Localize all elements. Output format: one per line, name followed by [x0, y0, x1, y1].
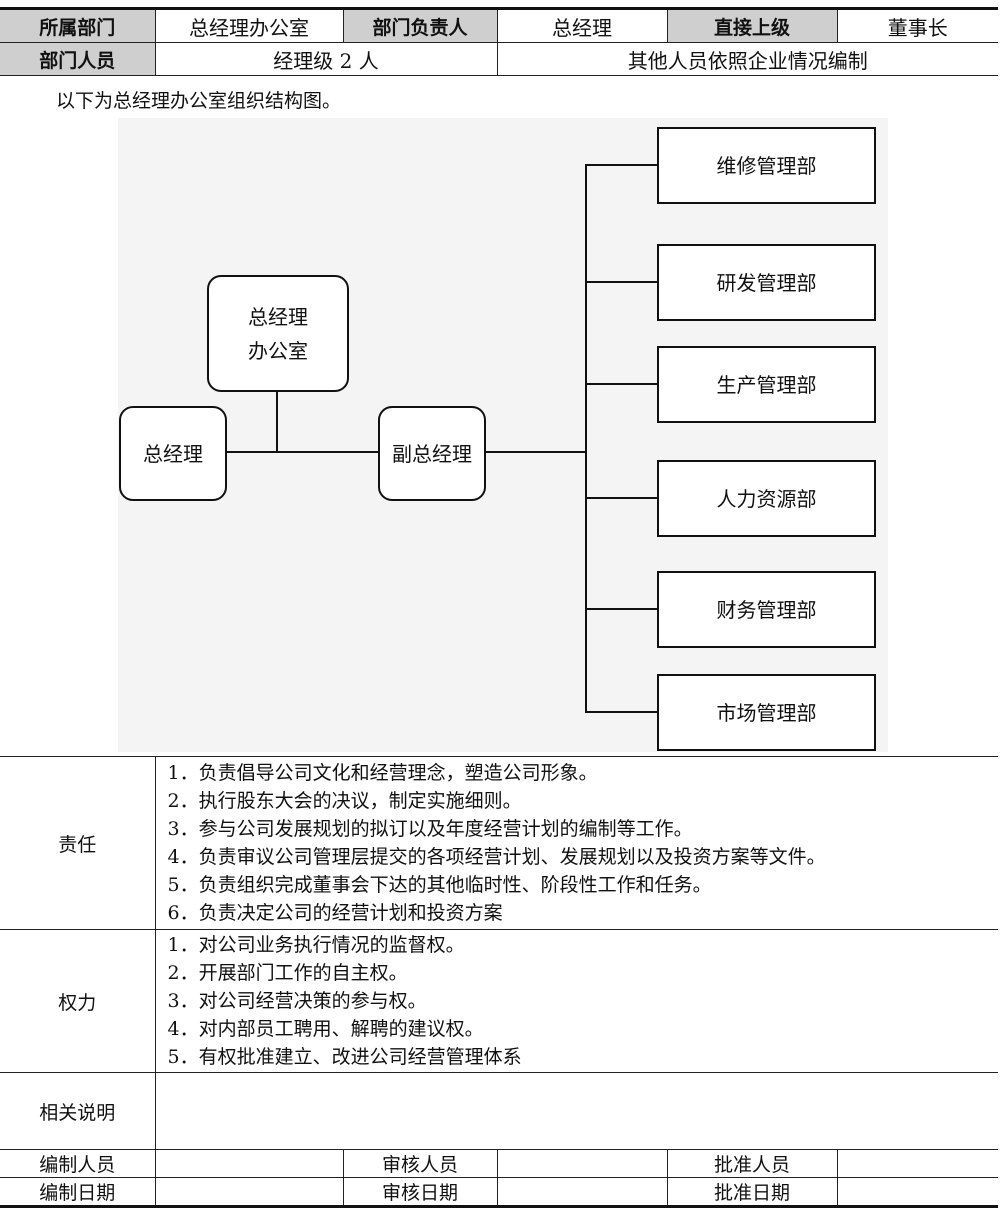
prepared-by-label: 编制人员: [0, 1149, 156, 1178]
authority-label: 权力: [0, 929, 156, 1073]
approved-by-value: [836, 1149, 999, 1178]
responsibility-row: 责任 1．负责倡导公司文化和经营理念，塑造公司形象。 2．执行股东大会的决议，制…: [0, 756, 999, 930]
staff-note: 其他人员依照企业情况编制: [496, 42, 998, 76]
deputy-trunk-connector: [484, 451, 586, 453]
approved-date-value: [836, 1177, 999, 1208]
staff-value: 经理级 2 人: [154, 42, 498, 76]
department-node: 生产管理部: [657, 346, 876, 423]
approved-by-label: 批准人员: [666, 1149, 838, 1178]
prepared-date-label: 编制日期: [0, 1177, 156, 1208]
department-node: 财务管理部: [657, 571, 876, 648]
gm-node: 总经理: [119, 406, 227, 501]
authority-row: 权力 1．对公司业务执行情况的监督权。 2．开展部门工作的自主权。 3．对公司经…: [0, 929, 999, 1073]
office-connector: [276, 390, 278, 452]
org-chart: 总经理 办公室 总经理 副总经理 维修管理部 研发管理部 生产管理部 人力资源部…: [118, 118, 888, 752]
intro-text: 以下为总经理办公室组织结构图。: [56, 90, 342, 112]
branch-connector: [585, 608, 658, 610]
signoff-date-row: 编制日期 审核日期 批准日期: [0, 1177, 999, 1208]
gm-deputy-connector: [224, 451, 380, 453]
dept-value: 总经理办公室: [154, 7, 344, 43]
responsibility-item: 6．负责决定公司的经营计划和投资方案: [167, 902, 503, 924]
superior-label: 直接上级: [666, 7, 838, 43]
authority-item: 5．有权批准建立、改进公司经营管理体系: [167, 1046, 522, 1068]
office-node: 总经理 办公室: [207, 275, 349, 392]
gm-node-label: 总经理: [143, 441, 203, 466]
branch-connector: [585, 281, 658, 283]
header-row: 部门人员 经理级 2 人 其他人员依照企业情况编制: [0, 42, 998, 76]
department-bus: [585, 164, 587, 712]
department-label: 人力资源部: [716, 486, 817, 511]
reviewed-date-value: [496, 1177, 668, 1208]
reviewed-by-value: [496, 1149, 668, 1178]
branch-connector: [585, 711, 658, 713]
notes-value: [154, 1072, 999, 1150]
branch-connector: [585, 164, 658, 166]
responsibility-item: 2．执行股东大会的决议，制定实施细则。: [167, 790, 522, 812]
responsibility-item: 1．负责倡导公司文化和经营理念，塑造公司形象。: [167, 762, 598, 784]
department-node: 市场管理部: [657, 674, 876, 751]
approved-date-label: 批准日期: [666, 1177, 838, 1208]
authority-item: 1．对公司业务执行情况的监督权。: [167, 934, 465, 956]
authority-item: 2．开展部门工作的自主权。: [167, 962, 408, 984]
head-value: 总经理: [496, 7, 668, 43]
prepared-date-value: [154, 1177, 344, 1208]
superior-value: 董事长: [836, 7, 998, 43]
department-label: 研发管理部: [716, 270, 817, 295]
dept-label: 所属部门: [0, 7, 156, 43]
department-label: 维修管理部: [716, 153, 817, 178]
deputy-node-label: 副总经理: [392, 441, 472, 466]
branch-connector: [585, 497, 658, 499]
responsibility-label: 责任: [0, 756, 156, 930]
notes-row: 相关说明: [0, 1072, 999, 1150]
notes-label: 相关说明: [0, 1072, 156, 1150]
signoff-row: 编制人员 审核人员 批准人员: [0, 1149, 999, 1178]
reviewed-by-label: 审核人员: [342, 1149, 498, 1178]
office-node-line2: 办公室: [248, 338, 308, 363]
reviewed-date-label: 审核日期: [342, 1177, 498, 1208]
responsibility-item: 5．负责组织完成董事会下达的其他临时性、阶段性工作和任务。: [167, 874, 712, 896]
duty-table: 责任 1．负责倡导公司文化和经营理念，塑造公司形象。 2．执行股东大会的决议，制…: [0, 756, 999, 1208]
department-label: 财务管理部: [716, 597, 817, 622]
header-table: 所属部门 总经理办公室 部门负责人 总经理 直接上级 董事长 部门人员 经理级 …: [0, 7, 998, 76]
department-label: 生产管理部: [716, 372, 817, 397]
responsibility-item: 3．参与公司发展规划的拟订以及年度经营计划的编制等工作。: [167, 818, 693, 840]
authority-list: 1．对公司业务执行情况的监督权。 2．开展部门工作的自主权。 3．对公司经营决策…: [154, 929, 999, 1073]
office-node-line1: 总经理: [248, 304, 308, 329]
deputy-node: 副总经理: [378, 406, 486, 501]
authority-item: 3．对公司经营决策的参与权。: [167, 990, 427, 1012]
department-node: 维修管理部: [657, 127, 876, 204]
department-node: 人力资源部: [657, 460, 876, 537]
responsibility-item: 4．负责审议公司管理层提交的各项经营计划、发展规划以及投资方案等文件。: [167, 846, 826, 868]
header-row: 所属部门 总经理办公室 部门负责人 总经理 直接上级 董事长: [0, 7, 998, 43]
branch-connector: [585, 383, 658, 385]
staff-label: 部门人员: [0, 42, 156, 76]
department-node: 研发管理部: [657, 244, 876, 321]
prepared-by-value: [154, 1149, 344, 1178]
department-label: 市场管理部: [716, 700, 817, 725]
responsibility-list: 1．负责倡导公司文化和经营理念，塑造公司形象。 2．执行股东大会的决议，制定实施…: [154, 756, 999, 930]
authority-item: 4．对内部员工聘用、解聘的建议权。: [167, 1018, 484, 1040]
head-label: 部门负责人: [342, 7, 498, 43]
